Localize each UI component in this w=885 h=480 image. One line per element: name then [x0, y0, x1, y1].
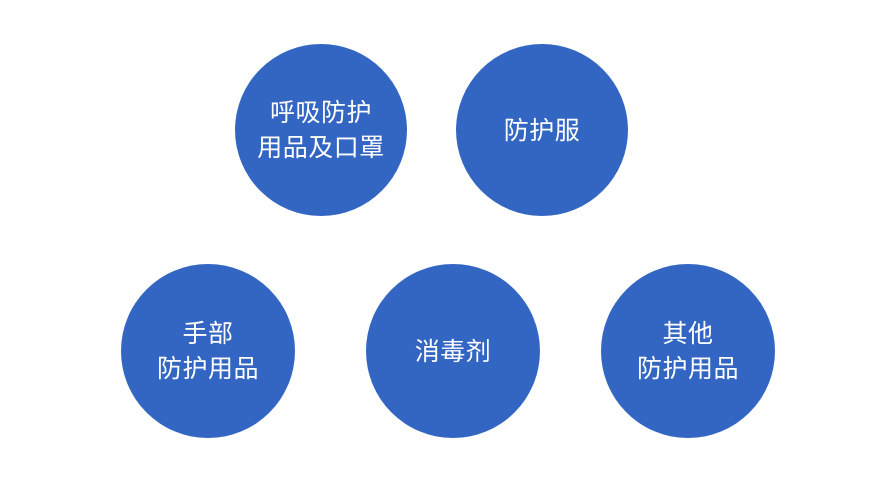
node-hand-protection: 手部 防护用品 — [121, 264, 295, 438]
node-protective-clothing: 防护服 — [456, 44, 628, 216]
node-label-line: 防护服 — [503, 115, 581, 145]
node-label-line: 防护用品 — [156, 354, 259, 383]
node-disinfectant: 消毒剂 — [366, 264, 540, 438]
node-label-line: 防护用品 — [636, 354, 739, 383]
node-respiratory-protection: 呼吸防护 用品及口罩 — [235, 44, 407, 216]
node-label-line: 手部 — [182, 319, 234, 348]
node-label-line: 其他 — [662, 319, 714, 348]
node-other-protection: 其他 防护用品 — [601, 264, 775, 438]
node-label-line: 用品及口罩 — [257, 133, 385, 162]
node-label-line: 呼吸防护 — [269, 98, 372, 127]
node-label-line: 消毒剂 — [414, 336, 492, 366]
